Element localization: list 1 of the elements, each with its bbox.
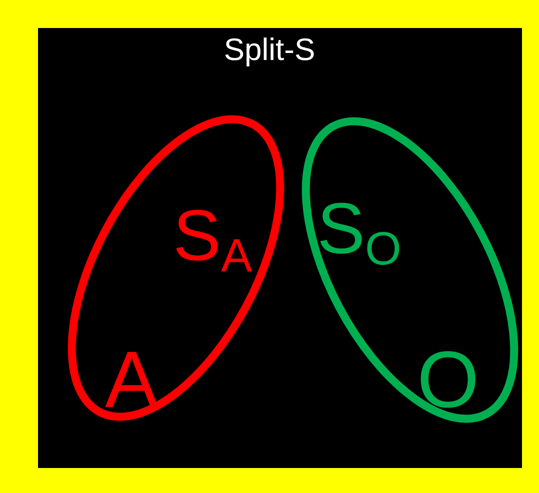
title: Split-S — [222, 32, 316, 68]
